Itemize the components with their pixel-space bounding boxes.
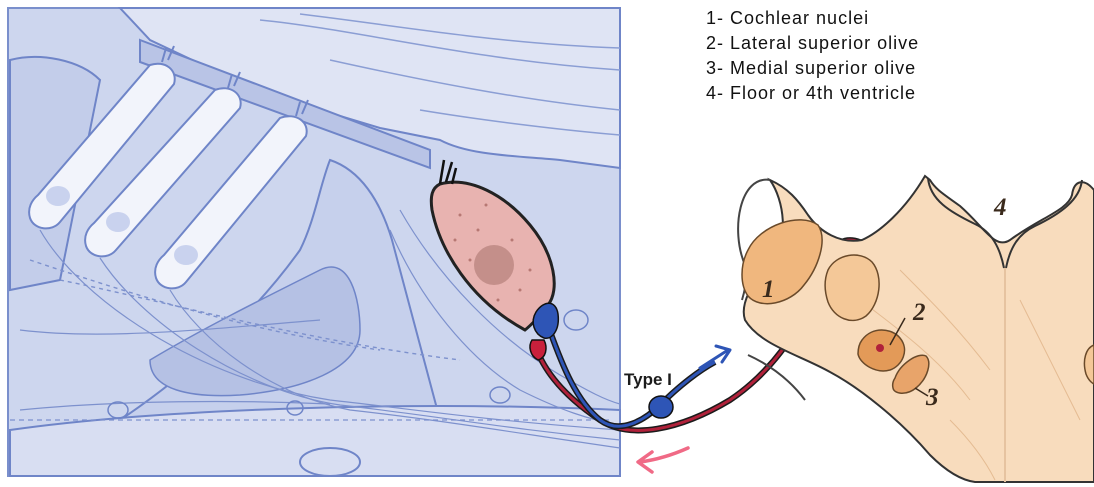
- legend-item-lateral-superior-olive: 2- Lateral superior olive: [706, 31, 919, 56]
- hair-cell-nucleus: [46, 186, 70, 206]
- efferent-arrow-icon: [638, 448, 688, 472]
- hair-cell-nucleus: [174, 245, 198, 265]
- legend-item-medial-superior-olive: 3- Medial superior olive: [706, 56, 919, 81]
- label-medial-superior-olive: 3: [925, 384, 939, 411]
- label-lateral-superior-olive: 2: [912, 299, 926, 326]
- lso-target-dot: [876, 344, 884, 352]
- brainstem-section: 1 2 3 4: [738, 176, 1094, 482]
- label-cochlear-nuclei: 1: [762, 276, 775, 303]
- figure-legend: 1- Cochlear nuclei 2- Lateral superior o…: [706, 6, 919, 106]
- hair-cell-nucleus: [106, 212, 130, 232]
- fiber-type-label: Type I: [624, 370, 672, 389]
- spiral-ganglion-cell: [649, 396, 673, 418]
- cochlear-nucleus-lobe: [825, 255, 879, 320]
- label-fourth-ventricle: 4: [993, 194, 1007, 221]
- legend-item-fourth-ventricle: 4- Floor or 4th ventricle: [706, 81, 919, 106]
- legend-item-cochlear-nuclei: 1- Cochlear nuclei: [706, 6, 919, 31]
- inner-hair-cell-nucleus: [474, 245, 514, 285]
